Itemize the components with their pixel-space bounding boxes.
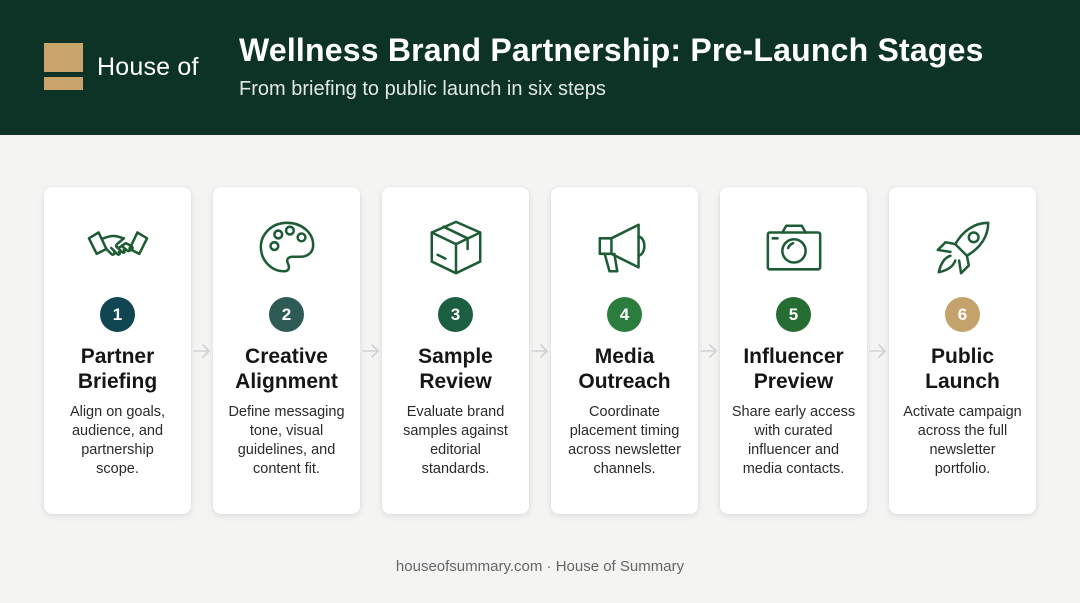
step-number-badge: 5 bbox=[776, 297, 811, 332]
package-box-icon bbox=[425, 217, 487, 279]
step-description: Align on goals,audience, and partnership… bbox=[69, 404, 166, 477]
rocket-icon bbox=[932, 217, 994, 279]
megaphone-icon bbox=[594, 217, 656, 279]
brand-name: House of bbox=[97, 53, 199, 81]
arrow-right-icon bbox=[869, 343, 887, 359]
arrow-right-icon bbox=[700, 343, 718, 359]
step-number-badge: 1 bbox=[100, 297, 135, 332]
page-title: Wellness Brand Partnership: Pre-Launch S… bbox=[239, 32, 984, 68]
camera-icon bbox=[763, 217, 825, 279]
palette-icon bbox=[256, 217, 318, 279]
arrow-right-icon bbox=[193, 343, 211, 359]
arrow-right-icon bbox=[362, 343, 380, 359]
step-number-badge: 3 bbox=[438, 297, 473, 332]
handshake-icon bbox=[87, 217, 149, 279]
brand-logo bbox=[44, 43, 83, 90]
arrow-right-icon bbox=[531, 343, 549, 359]
header-banner: House of Wellness Brand Partnership: Pre… bbox=[0, 0, 1080, 135]
step-number-badge: 2 bbox=[269, 297, 304, 332]
page-subtitle: From briefing to public launch in six st… bbox=[239, 78, 606, 100]
step-number-badge: 6 bbox=[945, 297, 980, 332]
step-number-badge: 4 bbox=[607, 297, 642, 332]
footer-credit: houseofsummary.com · House of Summary bbox=[395, 558, 685, 575]
